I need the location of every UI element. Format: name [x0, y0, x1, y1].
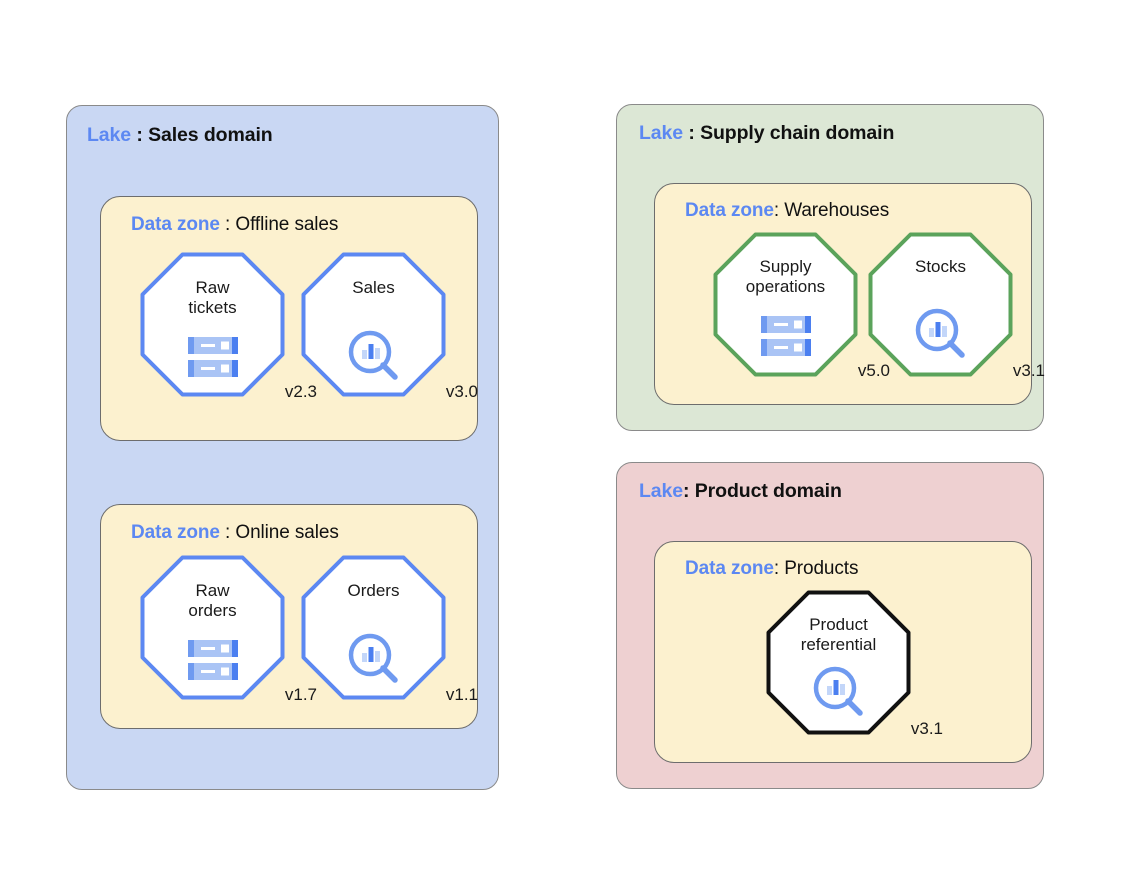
- data-zone-products[interactable]: Data zone: Products Product referential: [654, 541, 1032, 763]
- lake-name: Sales domain: [148, 124, 273, 146]
- zone-separator: :: [773, 200, 785, 221]
- zone-keyword: Data zone: [131, 214, 220, 235]
- analytics-search-icon: [348, 633, 400, 690]
- data-zone-online-sales[interactable]: Data zone : Online sales Raw orders: [100, 504, 478, 729]
- lake-keyword: Lake: [639, 480, 684, 502]
- data-product-raw-tickets[interactable]: Raw tickets v2.3: [140, 252, 317, 401]
- zone-separator: :: [773, 558, 785, 579]
- data-zone-offline-sales-title: Data zone : Offline sales: [131, 214, 338, 236]
- lake-separator: :: [131, 124, 149, 146]
- lake-product-domain[interactable]: Lake: Product domain Data zone: Products…: [616, 462, 1044, 789]
- data-zone-warehouses[interactable]: Data zone: Warehouses Supply operations: [654, 183, 1045, 405]
- node-version: v2.3: [284, 382, 317, 401]
- data-product-product-referential[interactable]: Product referential v3.1: [766, 590, 943, 738]
- lake-supply-chain-title: Lake : Supply chain domain: [639, 122, 894, 145]
- zone-name: Products: [784, 558, 859, 579]
- node-version: v3.1: [1012, 361, 1045, 380]
- node-version: v1.1: [445, 685, 478, 704]
- data-zone-online-sales-title: Data zone : Online sales: [131, 522, 339, 544]
- zone-keyword: Data zone: [131, 522, 220, 543]
- octagon-shape: [140, 252, 285, 397]
- zone-keyword: Data zone: [685, 558, 774, 579]
- octagon-shape: [301, 252, 446, 397]
- lake-supply-chain-domain[interactable]: Lake : Supply chain domain Data zone: Wa…: [616, 104, 1045, 431]
- lake-keyword: Lake: [87, 124, 132, 146]
- zone-keyword: Data zone: [685, 200, 774, 221]
- data-product-raw-orders[interactable]: Raw orders v1.7: [140, 555, 317, 704]
- node-version: v5.0: [857, 361, 890, 380]
- octagon-shape: [868, 232, 1013, 377]
- analytics-search-icon: [915, 308, 967, 365]
- octagon-shape: [301, 555, 446, 700]
- octagon-shape: [140, 555, 285, 700]
- zone-separator: :: [219, 522, 236, 543]
- data-product-stocks[interactable]: Stocks v3.1: [868, 232, 1045, 380]
- zone-name: Warehouses: [784, 200, 890, 221]
- lake-keyword: Lake: [639, 122, 684, 144]
- octagon-shape: [713, 232, 858, 377]
- analytics-search-icon: [348, 330, 400, 387]
- data-product-orders[interactable]: Orders v1.1: [301, 555, 478, 704]
- lake-separator: :: [683, 122, 701, 144]
- lake-name: Supply chain domain: [700, 122, 895, 144]
- data-zone-products-title: Data zone: Products: [685, 558, 858, 580]
- lake-sales-domain[interactable]: Lake : Sales domain Data zone : Offline …: [66, 105, 499, 790]
- zone-name: Offline sales: [235, 214, 339, 235]
- data-product-sales[interactable]: Sales v3.0: [301, 252, 478, 401]
- lake-name: Product domain: [694, 480, 842, 502]
- data-zone-warehouses-title: Data zone: Warehouses: [685, 200, 889, 222]
- data-product-supply-operations[interactable]: Supply operations v5.0: [713, 232, 890, 380]
- octagon-shape: [766, 590, 911, 735]
- node-version: v3.0: [445, 382, 478, 401]
- analytics-search-icon: [813, 666, 865, 723]
- zone-separator: :: [219, 214, 236, 235]
- lake-product-title: Lake: Product domain: [639, 480, 842, 503]
- database-icon: [760, 315, 812, 362]
- lake-separator: :: [683, 480, 695, 502]
- database-icon: [187, 639, 239, 686]
- node-version: v3.1: [910, 719, 943, 738]
- database-icon: [187, 336, 239, 383]
- data-zone-offline-sales[interactable]: Data zone : Offline sales Raw tickets: [100, 196, 478, 441]
- node-version: v1.7: [284, 685, 317, 704]
- zone-name: Online sales: [235, 522, 339, 543]
- lake-sales-title: Lake : Sales domain: [87, 124, 273, 147]
